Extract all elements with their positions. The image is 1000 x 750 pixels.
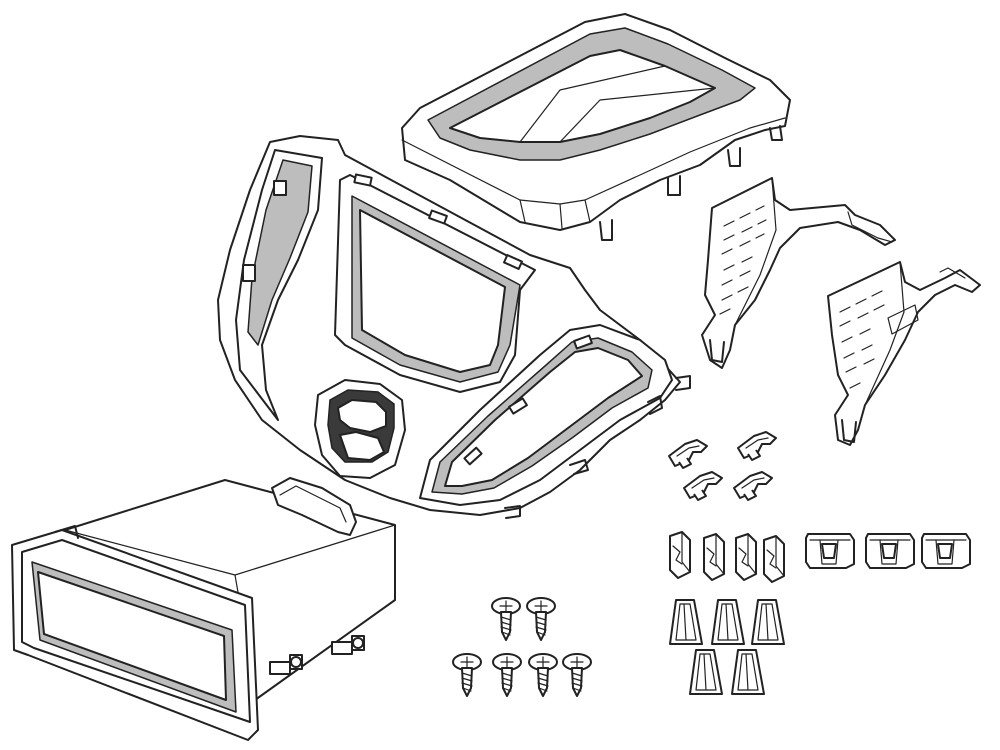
screw <box>492 653 522 697</box>
tinnerman-clip <box>763 535 785 583</box>
u-nut <box>865 533 915 569</box>
pocket-stud-left <box>269 654 303 675</box>
screw <box>491 597 521 641</box>
retaining-clip <box>668 439 708 469</box>
left-mounting-bracket <box>701 177 896 369</box>
retaining-clip <box>683 471 723 501</box>
u-nut <box>805 533 855 569</box>
retaining-clip <box>737 431 777 461</box>
tinnerman-clip <box>703 533 725 581</box>
push-clips <box>669 599 785 695</box>
u-nuts <box>805 533 971 569</box>
screw <box>526 597 556 641</box>
u-nut <box>921 533 971 569</box>
screws <box>452 597 592 697</box>
push-clip <box>751 599 785 645</box>
main-radio-faceplate <box>217 135 691 519</box>
storage-pocket <box>11 479 396 741</box>
push-clip <box>689 649 723 695</box>
tinnerman-clip <box>735 533 757 581</box>
tinnerman-clips <box>669 531 785 583</box>
push-clip <box>669 599 703 645</box>
pocket-stud-right <box>331 635 365 655</box>
retaining-clips <box>668 431 777 501</box>
push-clip <box>711 599 745 645</box>
screw <box>528 653 558 697</box>
screw <box>452 653 482 697</box>
push-clip <box>731 649 765 695</box>
screw <box>562 653 592 697</box>
upper-dash-trim-bezel <box>401 13 791 241</box>
retaining-clip <box>733 471 773 501</box>
right-mounting-bracket <box>827 261 981 446</box>
tinnerman-clip <box>669 531 691 579</box>
filler-cap <box>271 477 357 536</box>
